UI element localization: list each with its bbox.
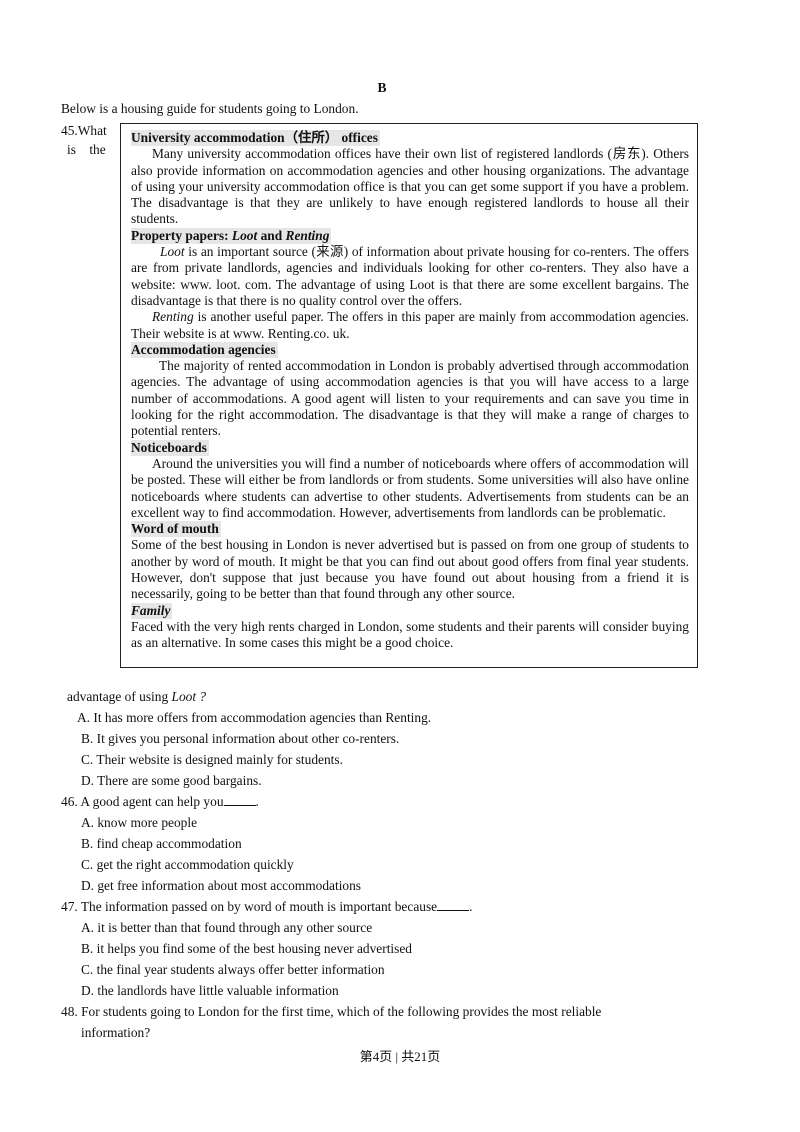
section-title-noticeboards: Noticeboards <box>131 439 209 456</box>
question-47-option-d[interactable]: D. the landlords have little valuable in… <box>81 983 339 998</box>
question-45-stem-text: advantage of using <box>67 689 172 704</box>
question-48-stem-cont: information? <box>81 1025 151 1040</box>
section-text-family: Faced with the very high rents charged i… <box>131 618 689 651</box>
section-text-university: Many university accommodation offices ha… <box>131 146 689 227</box>
question-46-option-d[interactable]: D. get free information about most accom… <box>81 878 362 893</box>
question-46-stem-end: . <box>255 794 259 809</box>
question-46-stem-text: 46. A good agent can help you <box>61 794 224 809</box>
questions-block: advantage of using Loot ? A. It has more… <box>61 686 711 1043</box>
question-47-stem-end: . <box>469 899 473 914</box>
question-48-stem: 48. For students going to London for the… <box>61 1004 602 1019</box>
question-45-word-is: is <box>67 142 76 157</box>
section-text-loot: Loot is an important source (来源) of info… <box>131 244 689 309</box>
loot-text: is an important source (来源) of informati… <box>131 244 689 308</box>
question-45-line1: 45.What <box>61 123 107 138</box>
section-text-renting: Renting is another useful paper. The off… <box>131 309 689 342</box>
housing-guide-content: University accommodation（住所） offices Man… <box>131 130 689 652</box>
question-47-option-c[interactable]: C. the final year students always offer … <box>81 962 385 977</box>
question-45-option-b[interactable]: B. It gives you personal information abo… <box>81 731 400 746</box>
question-45-stem-loot: Loot ? <box>171 689 207 704</box>
renting-name: Renting <box>152 309 194 325</box>
loot-name: Loot <box>160 244 185 260</box>
question-45-option-d[interactable]: D. There are some good bargains. <box>81 773 262 788</box>
question-47-stem-text: 47. The information passed on by word of… <box>61 899 438 914</box>
question-46-stem: 46. A good agent can help you. <box>61 791 711 812</box>
question-45-number: 45.What is the <box>61 121 107 159</box>
question-45-option-c[interactable]: C. Their website is designed mainly for … <box>81 752 343 767</box>
page-footer: 第4页 | 共21页 <box>359 1049 441 1064</box>
question-46-option-c[interactable]: C. get the right accommodation quickly <box>81 857 294 872</box>
papers-title-prefix: Property papers: <box>131 227 232 243</box>
intro-text: Below is a housing guide for students go… <box>61 101 359 116</box>
question-47-stem: 47. The information passed on by word of… <box>61 896 711 917</box>
question-45-line2: is the <box>61 140 107 159</box>
section-text-agencies: The majority of rented accommodation in … <box>131 358 689 439</box>
family-title: Family <box>131 602 171 618</box>
question-45-stem: advantage of using Loot ? <box>61 686 711 707</box>
question-47-option-a[interactable]: A. it is better than that found through … <box>81 920 373 935</box>
renting-text: is another useful paper. The offers in t… <box>131 309 689 341</box>
section-text-noticeboards: Around the universities you will find a … <box>131 455 689 520</box>
section-text-word-of-mouth: Some of the best housing in London is ne… <box>131 537 689 602</box>
answer-blank <box>223 793 256 806</box>
section-label: B <box>377 80 387 95</box>
papers-title-renting: Renting <box>285 227 330 243</box>
question-47-option-b[interactable]: B. it helps you find some of the best ho… <box>81 941 412 956</box>
question-45-word-the: the <box>89 142 106 157</box>
answer-blank <box>437 898 470 911</box>
housing-guide-box: University accommodation（住所） offices Man… <box>120 123 698 668</box>
section-title-agencies: Accommodation agencies <box>131 341 278 359</box>
question-45-option-a[interactable]: A. It has more offers from accommodation… <box>77 710 432 725</box>
question-46-option-a[interactable]: A. know more people <box>81 815 198 830</box>
section-title-university: University accommodation（住所） offices <box>131 130 380 147</box>
section-title-papers: Property papers: Loot and Renting <box>131 227 332 245</box>
section-title-word-of-mouth: Word of mouth <box>131 521 221 538</box>
section-title-family: Family <box>131 602 173 619</box>
question-46-option-b[interactable]: B. find cheap accommodation <box>81 836 242 851</box>
papers-title-loot: Loot <box>231 227 258 243</box>
papers-title-and: and <box>257 227 286 243</box>
